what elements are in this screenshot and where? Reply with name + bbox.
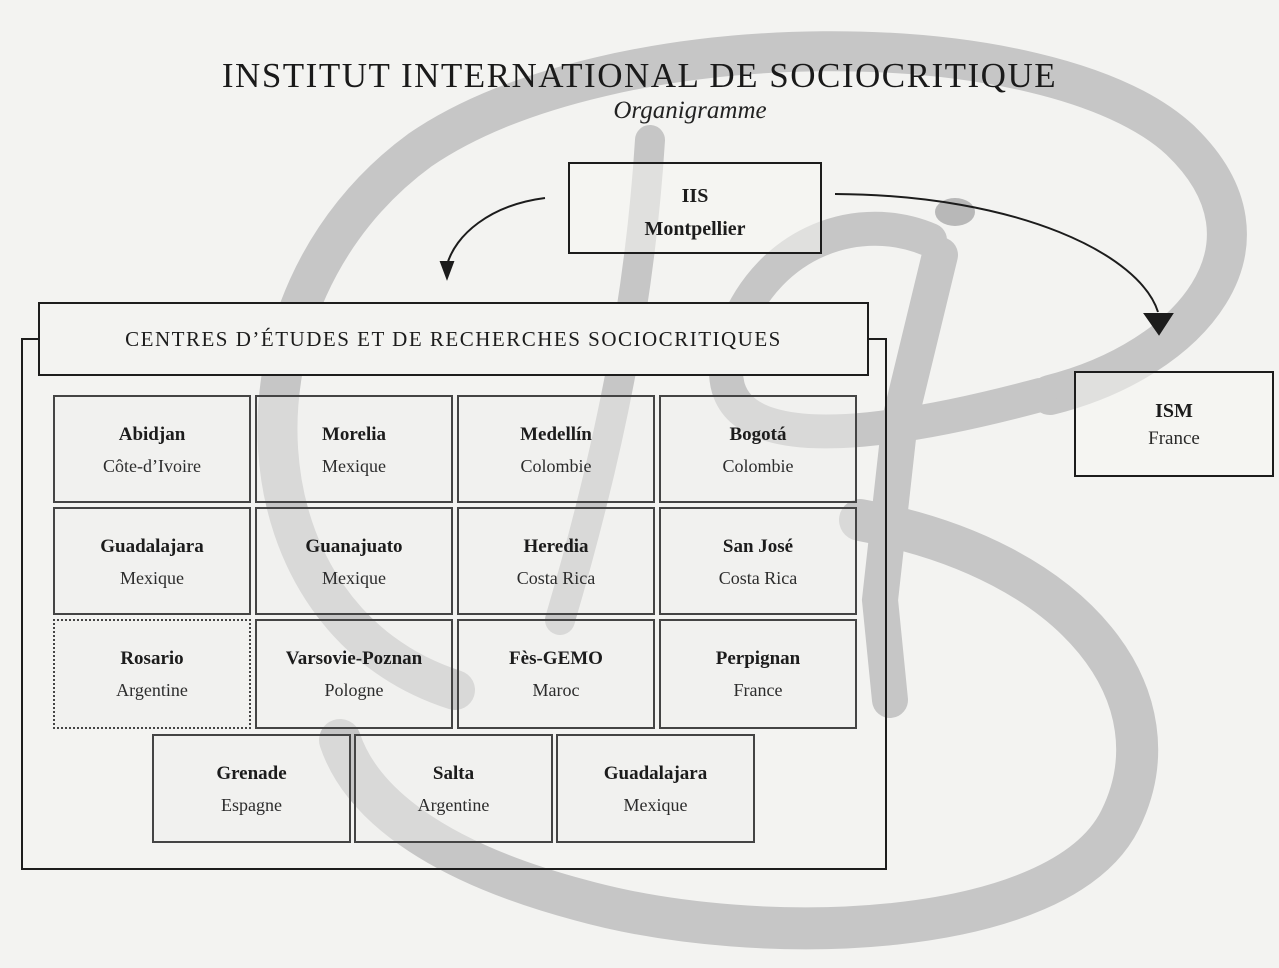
center-country: Costa Rica (718, 568, 798, 588)
center-node: Guadalajara Mexique (556, 734, 755, 843)
arrowhead-ism (1143, 313, 1174, 336)
center-node: Guadalajara Mexique (53, 507, 251, 615)
center-name: Medellín (520, 424, 592, 445)
center-country: Argentine (417, 795, 490, 815)
center-name: Bogotá (729, 424, 787, 445)
center-node: Bogotá Colombie (659, 395, 857, 503)
center-node: Heredia Costa Rica (457, 507, 655, 615)
node-ism-location: France (1148, 428, 1200, 449)
center-name: Morelia (321, 424, 386, 445)
diagram-title: INSTITUT INTERNATIONAL DE SOCIOCRITIQUE (221, 56, 1058, 95)
node-iis: IIS Montpellier (568, 162, 822, 254)
center-country: Mexique (322, 568, 386, 588)
center-country: Colombie (722, 456, 794, 476)
center-country: Mexique (322, 456, 386, 476)
center-node: Guanajuato Mexique (255, 507, 453, 615)
node-ism: ISM France (1074, 371, 1274, 477)
center-name: Salta (432, 763, 475, 784)
center-node: Medellín Colombie (457, 395, 655, 503)
center-node: San José Costa Rica (659, 507, 857, 615)
center-name: Perpignan (715, 648, 801, 669)
center-country: Côte-d’Ivoire (103, 456, 201, 476)
center-name: Guanajuato (305, 536, 403, 557)
node-iis-name: IIS (681, 185, 709, 207)
center-country: Pologne (324, 680, 384, 700)
center-country: Costa Rica (516, 568, 596, 588)
center-node: Grenade Espagne (152, 734, 351, 843)
node-iis-location: Montpellier (644, 218, 746, 240)
arrow-iis-to-centres (446, 197, 546, 266)
center-name: Abidjan (118, 424, 186, 445)
center-node: Abidjan Côte-d’Ivoire (53, 395, 251, 503)
centres-group-header: CENTRES D’ÉTUDES ET DE RECHERCHES SOCIOC… (38, 302, 869, 376)
center-name: Grenade (216, 763, 287, 784)
center-country: France (733, 680, 783, 700)
center-name: Rosario (120, 648, 184, 669)
watermark-logo (257, 31, 1247, 950)
center-node: Morelia Mexique (255, 395, 453, 503)
center-country: Mexique (120, 568, 184, 588)
center-node: Fès-GEMO Maroc (457, 619, 655, 729)
center-node: Varsovie-Poznan Pologne (255, 619, 453, 729)
center-name: Fès-GEMO (509, 648, 603, 669)
center-name: Guadalajara (603, 763, 708, 784)
center-name: Guadalajara (100, 536, 204, 557)
center-node: Rosario Argentine (53, 619, 251, 729)
center-country: Colombie (520, 456, 592, 476)
center-name: Varsovie-Poznan (285, 648, 423, 669)
connector-arrows (439, 193, 1174, 336)
center-name: Heredia (523, 536, 589, 557)
node-ism-name: ISM (1155, 400, 1193, 422)
center-name: San José (722, 536, 794, 557)
arrowhead-centres (439, 261, 455, 281)
arrow-iis-to-ism (834, 193, 1159, 313)
center-country: Espagne (221, 795, 282, 815)
diagram-subtitle: Organigramme (613, 97, 767, 124)
center-country: Argentine (116, 680, 188, 700)
center-node: Perpignan France (659, 619, 857, 729)
center-country: Mexique (623, 795, 688, 815)
center-node: Salta Argentine (354, 734, 553, 843)
center-country: Maroc (532, 680, 580, 700)
